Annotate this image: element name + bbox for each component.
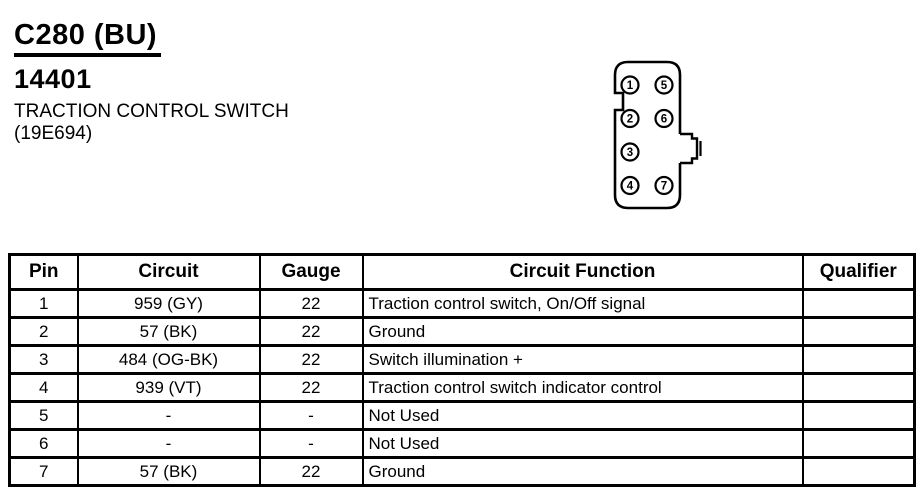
qualifier-cell	[801, 288, 916, 319]
pin-circle	[620, 75, 640, 95]
connector-body-outline	[613, 60, 682, 210]
gauge-cell: -	[258, 400, 364, 431]
gauge-cell: 22	[258, 456, 364, 487]
function-cell: Not Used	[361, 428, 804, 459]
table-row-pin-6: 6--Not Used	[8, 428, 916, 459]
connector-pin-2: 2	[620, 108, 640, 129]
pin-number-label: 4	[627, 181, 634, 193]
pin-circle	[620, 142, 640, 162]
table-row-pin-5: 5--Not Used	[8, 400, 916, 431]
pin-cell: 5	[8, 400, 79, 431]
pin-number-label: 5	[661, 80, 668, 92]
connector-pin-1: 1	[620, 75, 640, 95]
connector-pin-6: 6	[654, 108, 674, 129]
connector-pin-4: 4	[620, 175, 640, 196]
pin-cell: 7	[8, 456, 79, 487]
qualifier-cell	[801, 428, 916, 459]
circuit-cell: -	[76, 428, 261, 459]
column-header-qualifier: Qualifier	[801, 253, 916, 291]
part-code: (19E694)	[14, 123, 93, 144]
function-cell: Not Used	[361, 400, 804, 431]
connector-pin-7: 7	[654, 175, 674, 196]
qualifier-cell	[801, 344, 916, 375]
gauge-cell: 22	[258, 344, 364, 375]
pin-number-label: 6	[661, 114, 667, 126]
circuit-cell: 57 (BK)	[76, 316, 261, 347]
pin-circle	[654, 175, 674, 196]
column-header-gauge: Gauge	[258, 253, 364, 291]
qualifier-cell	[801, 456, 916, 487]
function-cell: Traction control switch indicator contro…	[361, 372, 804, 403]
pin-cell: 3	[8, 344, 79, 375]
circuit-cell: -	[76, 400, 261, 431]
gauge-cell: 22	[258, 372, 364, 403]
pin-cell: 4	[8, 372, 79, 403]
column-header-circuit: Circuit	[76, 253, 261, 291]
gauge-cell: 22	[258, 316, 364, 347]
connector-id-title: C280 (BU)	[14, 19, 162, 57]
connector-pin-3: 3	[620, 142, 640, 162]
pin-circle	[620, 108, 640, 129]
connector-latch-tab	[680, 132, 699, 165]
gauge-cell: 22	[258, 288, 364, 319]
pin-cell: 6	[8, 428, 79, 459]
column-header-pin: Pin	[8, 253, 79, 291]
pin-number-label: 7	[661, 181, 667, 193]
function-cell: Traction control switch, On/Off signal	[361, 288, 804, 319]
pin-circle	[654, 108, 674, 129]
qualifier-cell	[801, 372, 916, 403]
function-cell: Switch illumination +	[361, 344, 804, 375]
gauge-cell: -	[258, 428, 364, 459]
qualifier-cell	[801, 400, 916, 431]
function-cell: Ground	[361, 456, 804, 487]
pin-cell: 2	[8, 316, 79, 347]
column-header-circuit-function: Circuit Function	[361, 253, 804, 291]
pin-circle	[620, 175, 640, 196]
connector-pin-5: 5	[654, 75, 674, 95]
circuit-cell: 57 (BK)	[76, 456, 261, 487]
pin-number-label: 2	[627, 114, 633, 126]
circuit-cell: 939 (VT)	[76, 372, 261, 403]
part-number: 14401	[14, 64, 92, 94]
function-cell: Ground	[361, 316, 804, 347]
pin-circle	[654, 75, 674, 95]
pin-cell: 1	[8, 288, 79, 319]
pin-number-label: 1	[627, 80, 634, 92]
circuit-cell: 959 (GY)	[76, 288, 261, 319]
qualifier-cell	[801, 316, 916, 347]
circuit-cell: 484 (OG-BK)	[76, 344, 261, 375]
part-name: TRACTION CONTROL SWITCH	[14, 101, 289, 122]
pin-number-label: 3	[627, 147, 633, 159]
connector-diagram: 1 2 3 4 5 6 7	[613, 60, 702, 210]
